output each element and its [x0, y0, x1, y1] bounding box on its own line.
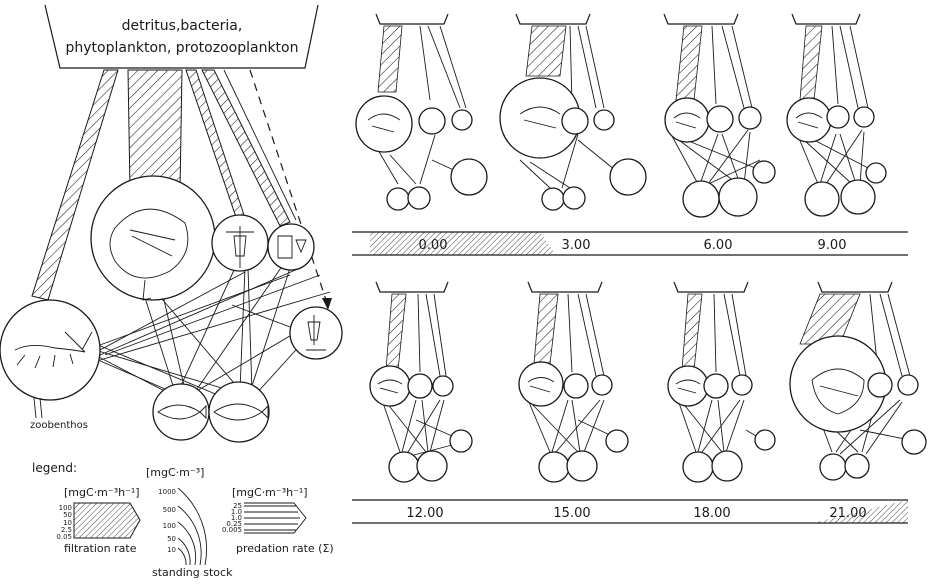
copepod-node [212, 215, 268, 271]
fish-node-1 [153, 384, 209, 440]
cladoceran-node [91, 176, 215, 300]
panel-0600 [664, 14, 775, 217]
stock-caption: standing stock [152, 566, 233, 579]
zoobenthos-pointer-2 [40, 398, 42, 418]
source-box [45, 5, 318, 68]
chaoborus-node [290, 307, 342, 359]
time-label-7: 21.00 [829, 506, 866, 521]
zoobenthos-pointer-1 [34, 398, 36, 418]
legend-title: legend: [32, 461, 77, 475]
filtration-legend-shape [74, 503, 140, 538]
panel-1500 [519, 282, 628, 482]
main-food-web: detritus,bacteria, phytoplankton, protoz… [0, 5, 342, 442]
panel-1200 [370, 282, 472, 482]
stock-tick-0: 1000 [158, 488, 176, 496]
predation-caption: predation rate (Σ) [236, 542, 334, 555]
filtration-band-cladoceran [128, 70, 182, 190]
stock-tick-4: 10 [167, 546, 176, 554]
time-label-3: 9.00 [818, 238, 847, 253]
time-label-0: 0.00 [419, 238, 448, 253]
stock-tick-3: 50 [167, 535, 176, 543]
panel-0300 [500, 14, 646, 210]
zoobenthos-node [0, 300, 100, 400]
time-label-6: 18.00 [693, 506, 730, 521]
stock-tick-2: 100 [163, 522, 176, 530]
fish-node-2 [209, 382, 269, 442]
stock-tick-1: 500 [163, 506, 176, 514]
filtration-caption: filtration rate [64, 542, 137, 555]
legend: legend: [mgC·m⁻³h⁻¹] 100 50 10 2.5 0.05 … [32, 461, 334, 579]
panel-1800 [668, 282, 775, 482]
panel-2100 [790, 282, 926, 480]
stock-unit: [mgC·m⁻³] [146, 466, 204, 479]
filtration-tick-1: 50 [63, 511, 72, 519]
time-label-1: 3.00 [562, 238, 591, 253]
stock-arc-100 [178, 522, 196, 565]
rotifer-node [268, 224, 314, 270]
source-label-line1: detritus,bacteria, [122, 18, 243, 34]
stock-arc-1000 [178, 488, 207, 565]
stock-arc-50 [178, 538, 190, 565]
predation-unit: [mgC·m⁻³h⁻¹] [232, 486, 308, 499]
stock-arc-10 [178, 548, 186, 565]
time-label-4: 12.00 [406, 506, 443, 521]
predation-tick-4: 0.005 [222, 526, 242, 534]
time-label-5: 15.00 [553, 506, 590, 521]
panel-0900 [787, 14, 886, 216]
night-hatch-top [370, 232, 556, 255]
time-panels: 0.00 3.00 6.00 9.00 12.00 15.00 18.00 21… [352, 14, 926, 523]
source-label-line2: phytoplankton, protozooplankton [66, 40, 299, 56]
zoobenthos-label: zoobenthos [30, 420, 88, 431]
filtration-tick-4: 0.05 [56, 533, 72, 541]
panel-0000 [356, 14, 487, 210]
filtration-unit: [mgC·m⁻³h⁻¹] [64, 486, 140, 499]
time-label-2: 6.00 [704, 238, 733, 253]
